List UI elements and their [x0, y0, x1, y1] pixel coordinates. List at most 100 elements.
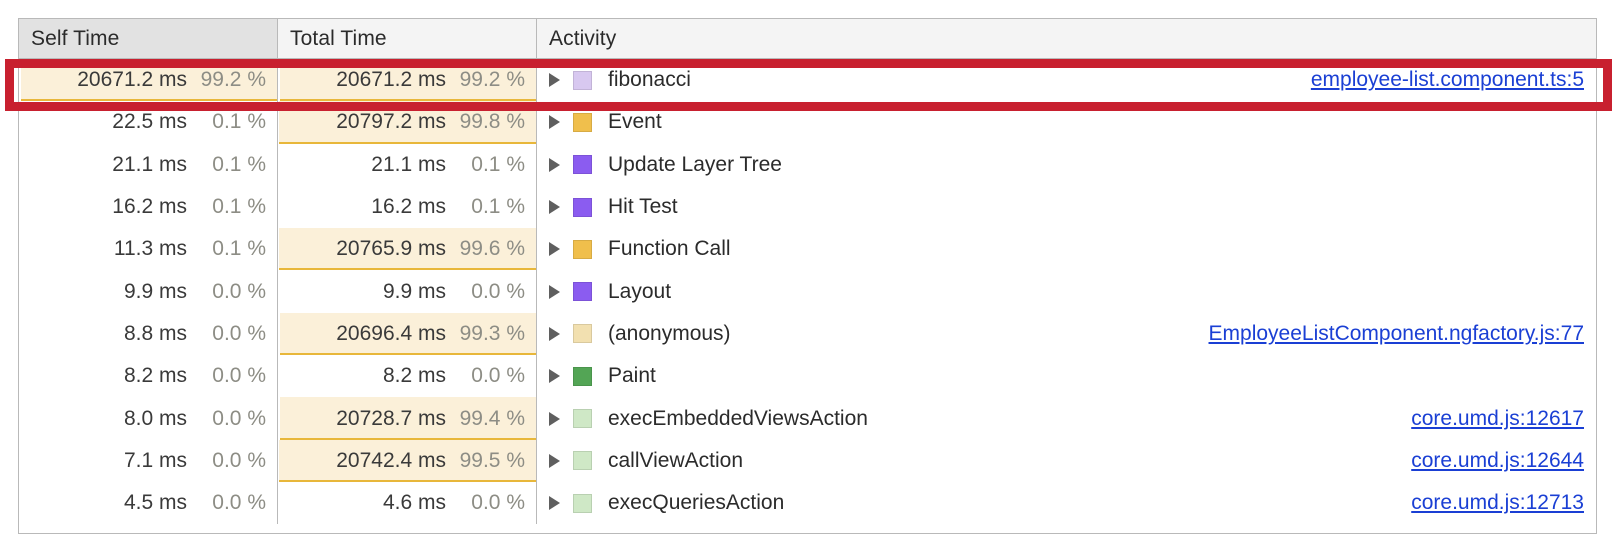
total-time-value: 4.6 ms [382, 491, 446, 515]
self-time-value: 7.1 ms [123, 448, 187, 472]
self-time-percent: 0.0 % [212, 448, 266, 472]
expand-triangle-icon[interactable] [549, 115, 560, 130]
self-time-percent: 0.0 % [212, 364, 266, 388]
expand-triangle-icon[interactable] [549, 284, 560, 299]
total-time-percent: 0.1 % [471, 195, 525, 219]
cell-self-time: 11.3 ms 0.1 % [19, 228, 278, 271]
table-header-row: Self Time Total Time Activity [19, 19, 1596, 59]
activity-color-swatch-icon [573, 451, 592, 471]
cell-total-time: 20797.2 ms 99.8 % [278, 101, 537, 144]
activity-color-swatch-icon [573, 409, 592, 429]
activity-color-swatch-icon [573, 324, 592, 344]
self-time-value: 21.1 ms [112, 152, 187, 176]
cell-activity: callViewAction core.umd.js:12644 [537, 440, 1596, 482]
cell-total-time: 20696.4 ms 99.3 % [278, 312, 537, 356]
activity-name: execEmbeddedViewsAction [608, 406, 868, 430]
total-time-percent-bar [279, 228, 536, 271]
self-time-percent: 0.1 % [212, 237, 266, 261]
cell-self-time: 22.5 ms 0.1 % [19, 101, 278, 144]
activity-name: execQueriesAction [608, 491, 785, 515]
self-time-percent: 0.0 % [212, 491, 266, 515]
expand-triangle-icon[interactable] [549, 157, 560, 172]
cell-activity: Function Call [537, 228, 1596, 270]
expand-triangle-icon[interactable] [549, 200, 560, 215]
source-location-link[interactable]: core.umd.js:12644 [1411, 448, 1584, 472]
cell-activity: Update Layer Tree [537, 144, 1596, 186]
cell-total-time: 20742.4 ms 99.5 % [278, 439, 537, 482]
activity-name: Hit Test [608, 195, 678, 219]
activity-color-swatch-icon [573, 112, 592, 132]
expand-triangle-icon[interactable] [549, 73, 560, 88]
source-location-link[interactable]: EmployeeListComponent.ngfactory.js:77 [1208, 321, 1584, 345]
self-time-value: 22.5 ms [112, 110, 187, 134]
self-time-percent: 0.1 % [212, 110, 266, 134]
expand-triangle-icon[interactable] [549, 453, 560, 468]
activity-color-swatch-icon [573, 155, 592, 175]
source-location-link[interactable]: core.umd.js:12617 [1411, 406, 1584, 430]
total-time-percent-bar [279, 312, 536, 356]
total-time-percent: 99.4 % [459, 406, 525, 430]
total-time-value: 20765.9 ms [336, 237, 446, 261]
total-time-percent: 0.0 % [471, 364, 525, 388]
total-time-value: 20797.2 ms [336, 110, 446, 134]
column-header-total-time[interactable]: Total Time [278, 19, 537, 58]
expand-triangle-icon[interactable] [549, 496, 560, 511]
cell-activity: Paint [537, 355, 1596, 397]
table-row[interactable]: 16.2 ms 0.1 %16.2 ms 0.1 % Hit Test [19, 185, 1596, 229]
total-time-percent: 99.5 % [459, 448, 525, 472]
self-time-value: 11.3 ms [113, 237, 187, 261]
expand-triangle-icon[interactable] [549, 369, 560, 384]
expand-triangle-icon[interactable] [549, 242, 560, 257]
activity-color-swatch-icon [573, 366, 592, 386]
total-time-percent: 0.0 % [471, 491, 525, 515]
expand-triangle-icon[interactable] [549, 411, 560, 426]
cell-activity: Hit Test [537, 186, 1596, 228]
total-time-value: 9.9 ms [382, 279, 446, 303]
expand-triangle-icon[interactable] [549, 326, 560, 341]
self-time-value: 8.0 ms [123, 406, 187, 430]
cell-activity: execEmbeddedViewsAction core.umd.js:12617 [537, 397, 1596, 439]
self-time-percent: 0.0 % [212, 321, 266, 345]
self-time-value: 4.5 ms [123, 491, 187, 515]
table-row[interactable]: 4.5 ms 0.0 % 4.6 ms 0.0 % execQueriesAction c… [19, 481, 1596, 525]
total-time-percent-bar [279, 439, 536, 482]
total-time-percent: 99.8 % [459, 110, 525, 134]
cell-activity: Layout [537, 270, 1596, 312]
table-row[interactable]: 7.1 ms 0.0 % 20742.4 ms 99.5 % callViewActio… [19, 439, 1596, 482]
self-time-value: 9.9 ms [123, 279, 187, 303]
total-time-percent-bar [279, 397, 536, 440]
source-location-link[interactable]: core.umd.js:12713 [1411, 491, 1584, 515]
activity-name: callViewAction [608, 448, 744, 472]
total-time-value: 16.2 ms [371, 195, 446, 219]
total-time-value: 20742.4 ms [336, 448, 446, 472]
column-header-activity[interactable]: Activity [537, 19, 1596, 58]
source-location-link[interactable]: employee-list.component.ts:5 [1310, 68, 1584, 92]
total-time-value: 20696.4 ms [336, 321, 446, 345]
self-time-percent: 99.2 % [200, 68, 266, 92]
total-time-percent: 99.3 % [459, 321, 525, 345]
total-time-percent: 0.1 % [471, 152, 525, 176]
column-header-self-time[interactable]: Self Time [19, 19, 278, 58]
cell-total-time: 4.6 ms 0.0 % [278, 481, 537, 525]
cell-total-time: 16.2 ms 0.1 % [278, 185, 537, 229]
cell-self-time: 21.1 ms 0.1 % [19, 143, 278, 186]
self-time-percent: 0.1 % [212, 152, 266, 176]
